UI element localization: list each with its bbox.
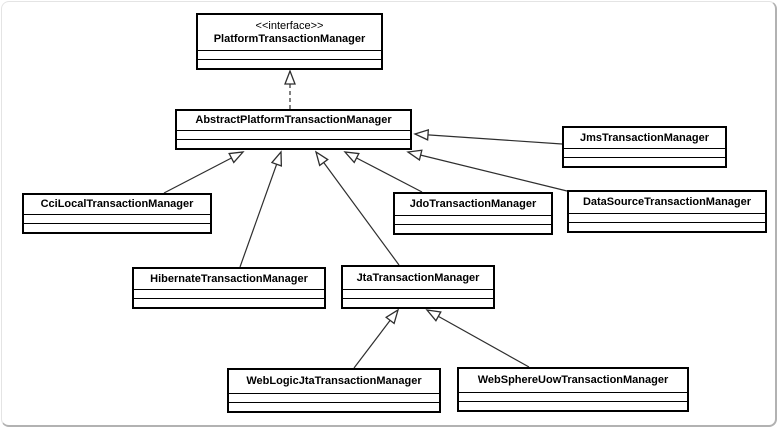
edge-cci-extends-abstract bbox=[163, 151, 245, 194]
edge-websphere-extends-jta bbox=[425, 309, 530, 368]
class-name: CciLocalTransactionManager bbox=[40, 198, 194, 210]
operations-compartment bbox=[198, 59, 381, 68]
edge-jms-extends-abstract bbox=[413, 128, 563, 145]
class-name: WebSphereUowTransactionManager bbox=[477, 374, 669, 386]
class-box-web-sphere-uow-transaction-manager: WebSphereUowTransactionManager bbox=[457, 367, 689, 412]
attributes-compartment bbox=[24, 214, 210, 223]
class-title: <<interface>> PlatformTransactionManager bbox=[198, 15, 381, 50]
class-box-web-logic-jta-transaction-manager: WebLogicJtaTransactionManager bbox=[227, 368, 441, 413]
attributes-compartment bbox=[198, 50, 381, 59]
operations-compartment bbox=[459, 401, 687, 410]
class-box-cci-local-transaction-manager: CciLocalTransactionManager bbox=[22, 193, 212, 234]
class-box-jms-transaction-manager: JmsTransactionManager bbox=[562, 126, 727, 168]
attributes-compartment bbox=[177, 130, 410, 139]
class-box-data-source-transaction-manager: DataSourceTransactionManager bbox=[567, 190, 767, 233]
operations-compartment bbox=[395, 224, 551, 233]
edge-jdo-extends-abstract bbox=[343, 151, 423, 193]
class-box-jdo-transaction-manager: JdoTransactionManager bbox=[393, 192, 553, 235]
edge-jta-extends-abstract bbox=[314, 150, 400, 266]
attributes-compartment bbox=[343, 289, 493, 298]
operations-compartment bbox=[229, 402, 439, 411]
class-name: HibernateTransactionManager bbox=[150, 272, 308, 285]
operations-compartment bbox=[343, 298, 493, 307]
operations-compartment bbox=[177, 139, 410, 148]
attributes-compartment bbox=[459, 392, 687, 401]
attributes-compartment bbox=[229, 393, 439, 402]
attributes-compartment bbox=[134, 289, 324, 298]
operations-compartment bbox=[134, 298, 324, 307]
class-name: JdoTransactionManager bbox=[409, 198, 537, 210]
edge-datasource-extends-abstract bbox=[406, 149, 568, 192]
class-name: JmsTransactionManager bbox=[580, 131, 709, 144]
edge-hibernate-extends-abstract bbox=[239, 150, 283, 268]
attributes-compartment bbox=[564, 148, 725, 157]
diagram-card: <<interface>> PlatformTransactionManager… bbox=[1, 1, 777, 427]
operations-compartment bbox=[564, 157, 725, 166]
class-name: PlatformTransactionManager bbox=[213, 33, 366, 45]
edge-weblogic-extends-jta bbox=[353, 308, 400, 369]
stereotype-label: <<interface>> bbox=[255, 20, 324, 32]
class-name: JtaTransactionManager bbox=[356, 271, 480, 284]
attributes-compartment bbox=[569, 213, 765, 222]
attributes-compartment bbox=[395, 215, 551, 224]
class-box-jta-transaction-manager: JtaTransactionManager bbox=[341, 265, 495, 309]
class-box-platform-transaction-manager: <<interface>> PlatformTransactionManager bbox=[196, 13, 383, 70]
operations-compartment bbox=[24, 223, 210, 232]
class-box-abstract-platform-transaction-manager: AbstractPlatformTransactionManager bbox=[175, 109, 412, 150]
class-box-hibernate-transaction-manager: HibernateTransactionManager bbox=[132, 267, 326, 309]
operations-compartment bbox=[569, 222, 765, 231]
class-name: DataSourceTransactionManager bbox=[582, 196, 752, 208]
class-name: WebLogicJtaTransactionManager bbox=[246, 375, 422, 387]
class-name: AbstractPlatformTransactionManager bbox=[195, 114, 392, 126]
